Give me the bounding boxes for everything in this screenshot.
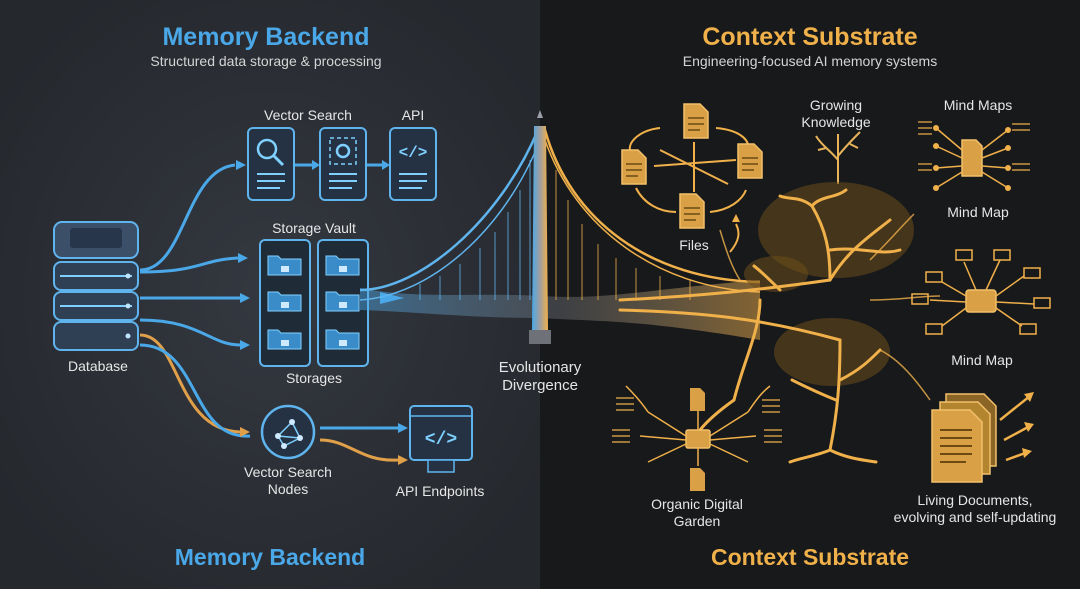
tree-icon (618, 182, 941, 464)
network-node-icon (260, 404, 316, 460)
document-icon (931, 392, 1034, 483)
growing-knowledge-label: Growing Knowledge (786, 97, 886, 131)
right-title: Context Substrate (702, 23, 918, 51)
organic-digital-garden-label: Organic Digital Garden (632, 496, 762, 530)
right-footer: Context Substrate (710, 544, 910, 570)
mind-maps-label: Mind Maps (943, 97, 1013, 113)
evolutionary-divergence-label: Evolutionary Divergence (480, 359, 600, 395)
code-icon: </> (389, 127, 437, 201)
bridge-icon (359, 110, 761, 344)
svg-text:</>: </> (399, 144, 428, 162)
mind-map-icon (918, 121, 1030, 191)
right-subtitle: Engineering-focused AI memory systems (682, 53, 938, 69)
api-label: API (401, 107, 425, 123)
living-documents-label: Living Documents, evolving and self-upda… (880, 492, 1070, 526)
mind-map-label-1: Mind Map (947, 204, 1009, 220)
garden-line-1: Organic Digital (651, 496, 743, 512)
gear-icon (319, 127, 367, 201)
left-subtitle: Structured data storage & processing (150, 53, 382, 69)
garden-map-icon (612, 385, 782, 491)
data-flow-lines (139, 163, 399, 462)
growing-knowledge-line-2: Knowledge (801, 113, 871, 130)
vector-search-nodes-label: Vector Search Nodes (228, 464, 348, 498)
vector-search-label: Vector Search (264, 107, 352, 123)
divergence-line-1: Evolutionary (498, 359, 582, 376)
divergence-line-2: Divergence (502, 377, 578, 394)
database-label: Database (68, 358, 128, 374)
garden-line-2: Garden (673, 512, 721, 529)
api-endpoints-label: API Endpoints (395, 483, 485, 499)
storages-label: Storages (285, 370, 343, 386)
storage-vault-label: Storage Vault (272, 220, 356, 236)
lock-folder-icon (259, 239, 369, 367)
database-icon (53, 221, 139, 351)
living-documents-line-1: Living Documents, (917, 492, 1033, 508)
vector-search-nodes-line-2: Nodes (267, 480, 309, 497)
mind-map-label-2: Mind Map (951, 352, 1013, 368)
files-cycle (621, 103, 763, 229)
mind-map-icon (911, 249, 1051, 335)
files-label: Files (679, 237, 709, 253)
magnifier-icon (247, 127, 295, 201)
left-title: Memory Backend (162, 23, 370, 51)
svg-text:</>: </> (425, 430, 457, 450)
left-footer: Memory Backend (174, 544, 366, 570)
growing-knowledge-line-1: Growing (809, 97, 863, 113)
vector-search-nodes-line-1: Vector Search (244, 464, 332, 480)
living-documents-line-2: evolving and self-updating (893, 508, 1057, 525)
tree-icon (815, 131, 861, 184)
api-monitor-icon: </> (409, 405, 473, 473)
